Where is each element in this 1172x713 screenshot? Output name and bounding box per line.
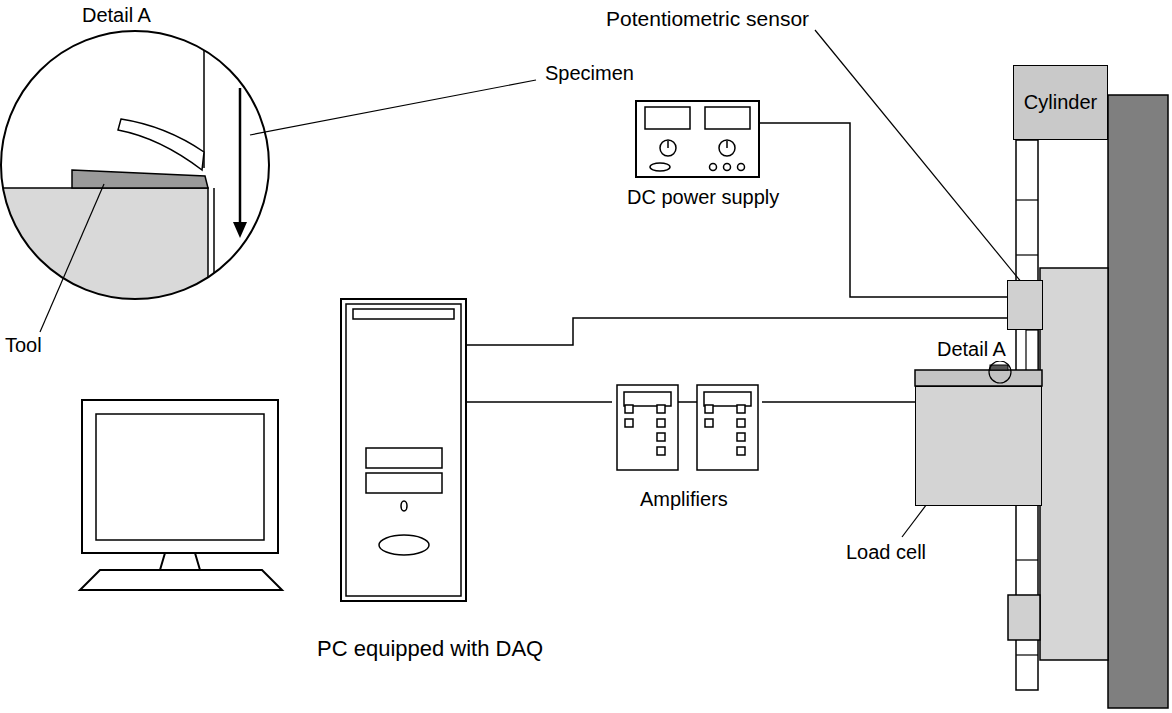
part-label: Specimen <box>543 62 636 85</box>
tool-edge <box>213 188 215 300</box>
specimen-edge <box>203 30 205 168</box>
node-label: Amplifiers <box>640 488 728 511</box>
detail-marker <box>989 361 1011 383</box>
feed-arrow <box>239 88 242 225</box>
power-supply: DC power supply <box>635 100 760 178</box>
signal-wire <box>762 401 915 403</box>
node-label: Detail A <box>82 4 151 27</box>
amplifier-units <box>617 385 758 470</box>
part-label: Detail A <box>935 338 1008 361</box>
tool-small <box>990 365 1008 370</box>
node-label: DC power supply <box>627 186 779 209</box>
part-label: Tool <box>3 334 44 357</box>
tool-plate <box>915 370 1042 386</box>
load-cell: Load cell <box>915 386 1042 506</box>
node-label: Cylinder <box>1024 91 1097 114</box>
monitor <box>80 400 282 590</box>
signal-wire <box>467 318 1007 345</box>
pc-tower-details <box>346 304 461 596</box>
machine-frame <box>1108 95 1168 708</box>
leader-line <box>250 80 536 135</box>
power-supply-panel <box>645 107 750 171</box>
tool-body <box>0 188 208 300</box>
guide-block <box>1008 595 1040 640</box>
chip <box>118 119 204 170</box>
amplifier-group: Amplifiers <box>612 383 762 473</box>
specimen-holder <box>1026 330 1038 372</box>
node-label: Potentiometric sensor <box>606 7 809 31</box>
feed-arrowhead <box>233 222 247 238</box>
sensor-box: Potentiometric sensor <box>1007 280 1043 330</box>
cylinder-box: Cylinder <box>1013 65 1108 140</box>
signal-wire <box>467 401 612 403</box>
slide-plate <box>1040 268 1108 660</box>
tool-insert <box>72 170 208 188</box>
leader-line <box>815 30 1022 283</box>
signal-wire <box>760 123 1007 297</box>
node-label: Load cell <box>846 541 926 564</box>
pc-tower: PC equipped with DAQ <box>340 298 467 602</box>
detail-drawing <box>0 30 270 300</box>
detail-circle: Detail A <box>0 30 270 300</box>
leader-line <box>40 184 104 332</box>
amp-link <box>678 401 697 403</box>
node-label: PC equipped with DAQ <box>317 636 543 661</box>
